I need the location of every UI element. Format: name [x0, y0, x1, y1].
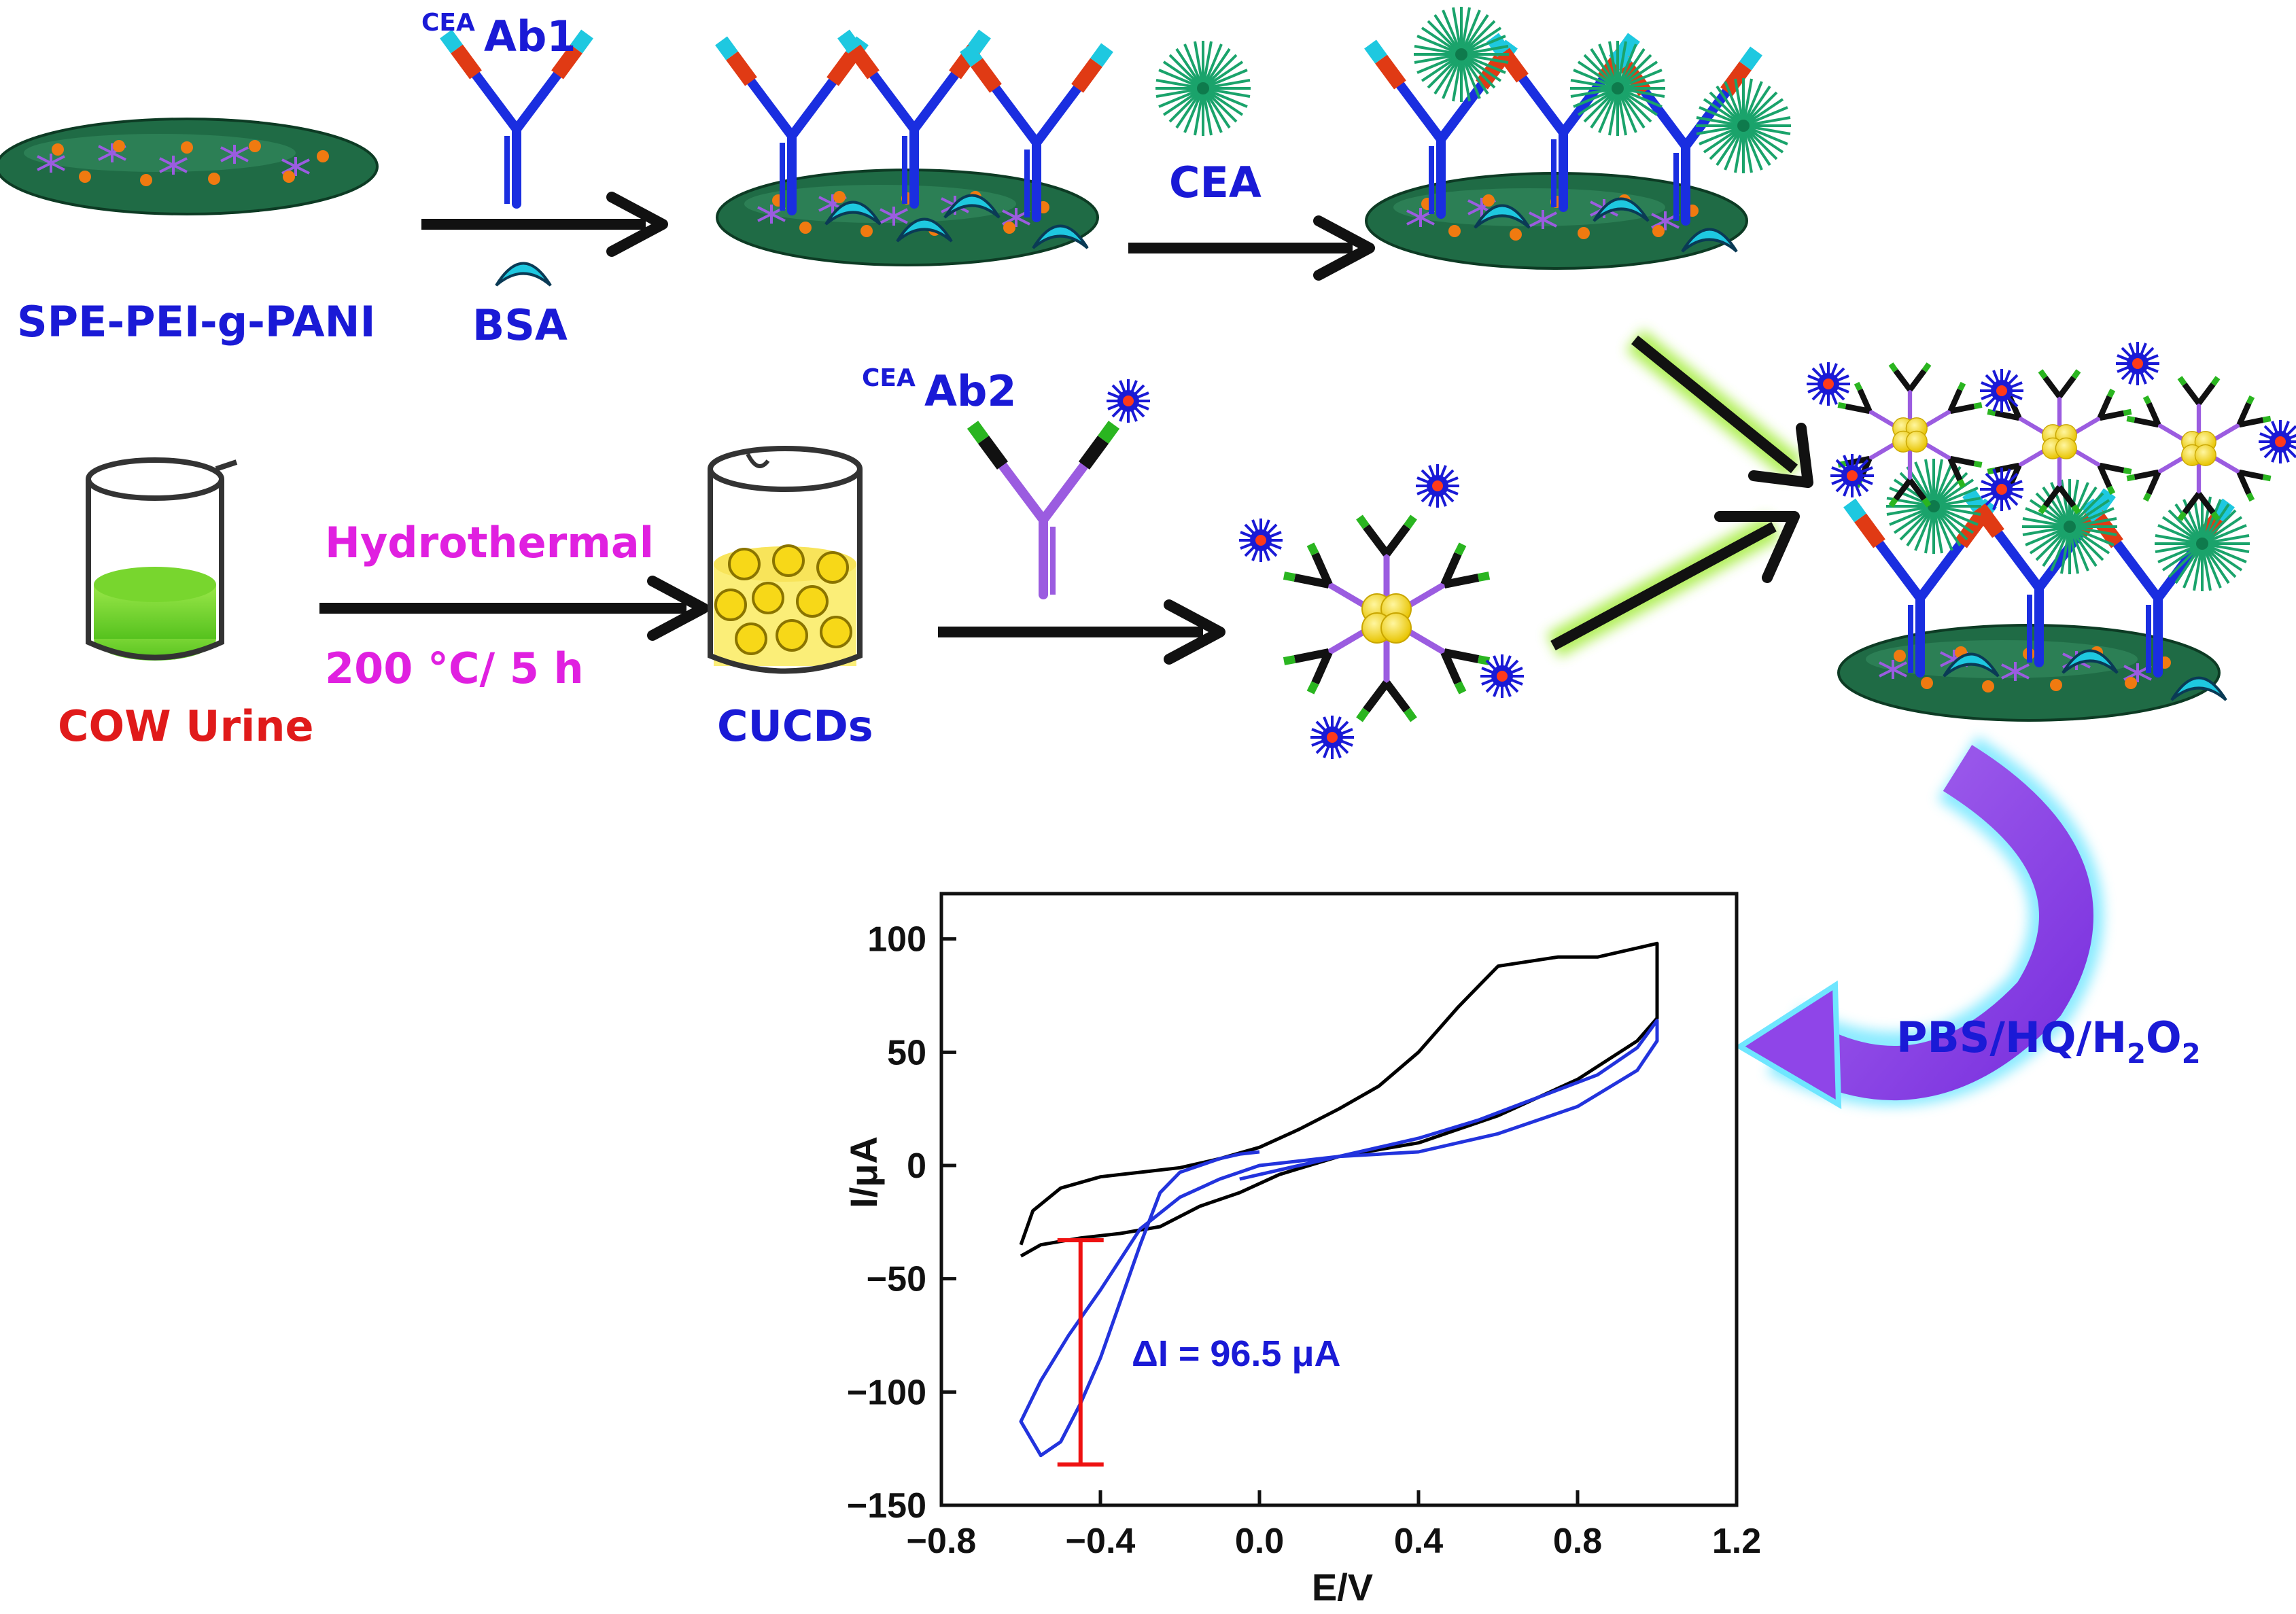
electrode-bare — [0, 118, 379, 215]
y-tick-label: 0 — [907, 1146, 926, 1186]
label-spe-pei-g-pani: SPE-PEI-g-PANI — [17, 297, 376, 347]
sandwich-immunosensor — [1805, 340, 2296, 722]
delta-annotation: ΔI = 96.5 μA — [1132, 1333, 1341, 1374]
arrow-step-1 — [421, 192, 668, 257]
y-tick-label: −50 — [867, 1260, 926, 1299]
label-cow-urine: COW Urine — [58, 701, 314, 751]
label-ab1-superscript: CEA — [421, 9, 475, 37]
cucd-ab2-conjugate — [1238, 463, 1525, 760]
y-tick-label: 100 — [867, 920, 926, 960]
cea-antigen-icon — [1154, 39, 1252, 137]
big-curved-arrow — [1735, 736, 2104, 1110]
electrode-ab1-bsa — [717, 34, 1107, 266]
axis-label-x: E/V — [1312, 1566, 1373, 1609]
beaker-cucds — [708, 446, 863, 674]
bsa-icon — [495, 262, 552, 287]
arrow-to-sandwich-top — [1626, 329, 1813, 488]
x-tick-label: 1.2 — [1712, 1522, 1761, 1561]
plot-frame — [939, 892, 1739, 1507]
cv-series — [1019, 941, 1659, 1458]
cv-curve-blue — [1019, 1019, 1659, 1458]
x-tick-label: 0.4 — [1394, 1522, 1443, 1561]
x-tick-label: −0.4 — [1066, 1522, 1136, 1561]
label-cea: CEA — [1169, 158, 1262, 207]
label-ab2: Ab2 — [924, 366, 1017, 416]
axis-label-y: I/μA — [842, 1136, 885, 1208]
arrow-step-2 — [1128, 215, 1375, 281]
arrow-conjugation — [938, 599, 1225, 665]
arrow-hydrothermal — [319, 576, 709, 641]
electrode-ab1-cea — [1366, 5, 1792, 270]
label-hydrothermal-condition: 200 °C/ 5 h — [325, 644, 584, 693]
delta-marker — [1057, 1238, 1104, 1467]
x-tick-label: 0.8 — [1553, 1522, 1602, 1561]
y-tick-label: −150 — [847, 1486, 926, 1526]
y-tick-label: 50 — [887, 1033, 926, 1072]
x-tick-label: 0.0 — [1235, 1522, 1284, 1561]
label-ab1: Ab1 — [484, 12, 576, 61]
label-bsa: BSA — [472, 300, 568, 350]
cv-curve-black — [1019, 941, 1659, 1258]
axis-ticks: −0.8 −0.4 0.0 0.4 0.8 1.2 100 50 0 −50 −100 −150 — [847, 920, 1761, 1561]
label-pbs-hq-h2o2: PBS/HQ/H2O2 — [1896, 1013, 2201, 1070]
beaker-cow-urine — [86, 457, 238, 661]
y-tick-label: −100 — [847, 1373, 926, 1412]
label-hydrothermal: Hydrothermal — [325, 518, 654, 567]
cv-chart: −0.8 −0.4 0.0 0.4 0.8 1.2 100 50 0 −50 −100 −150 E/… — [842, 892, 1761, 1609]
label-cucds: CUCDs — [717, 701, 873, 751]
x-tick-label: −0.8 — [907, 1522, 977, 1561]
label-ab2-superscript: CEA — [862, 364, 916, 392]
arrow-to-sandwich-bottom — [1546, 511, 1800, 658]
